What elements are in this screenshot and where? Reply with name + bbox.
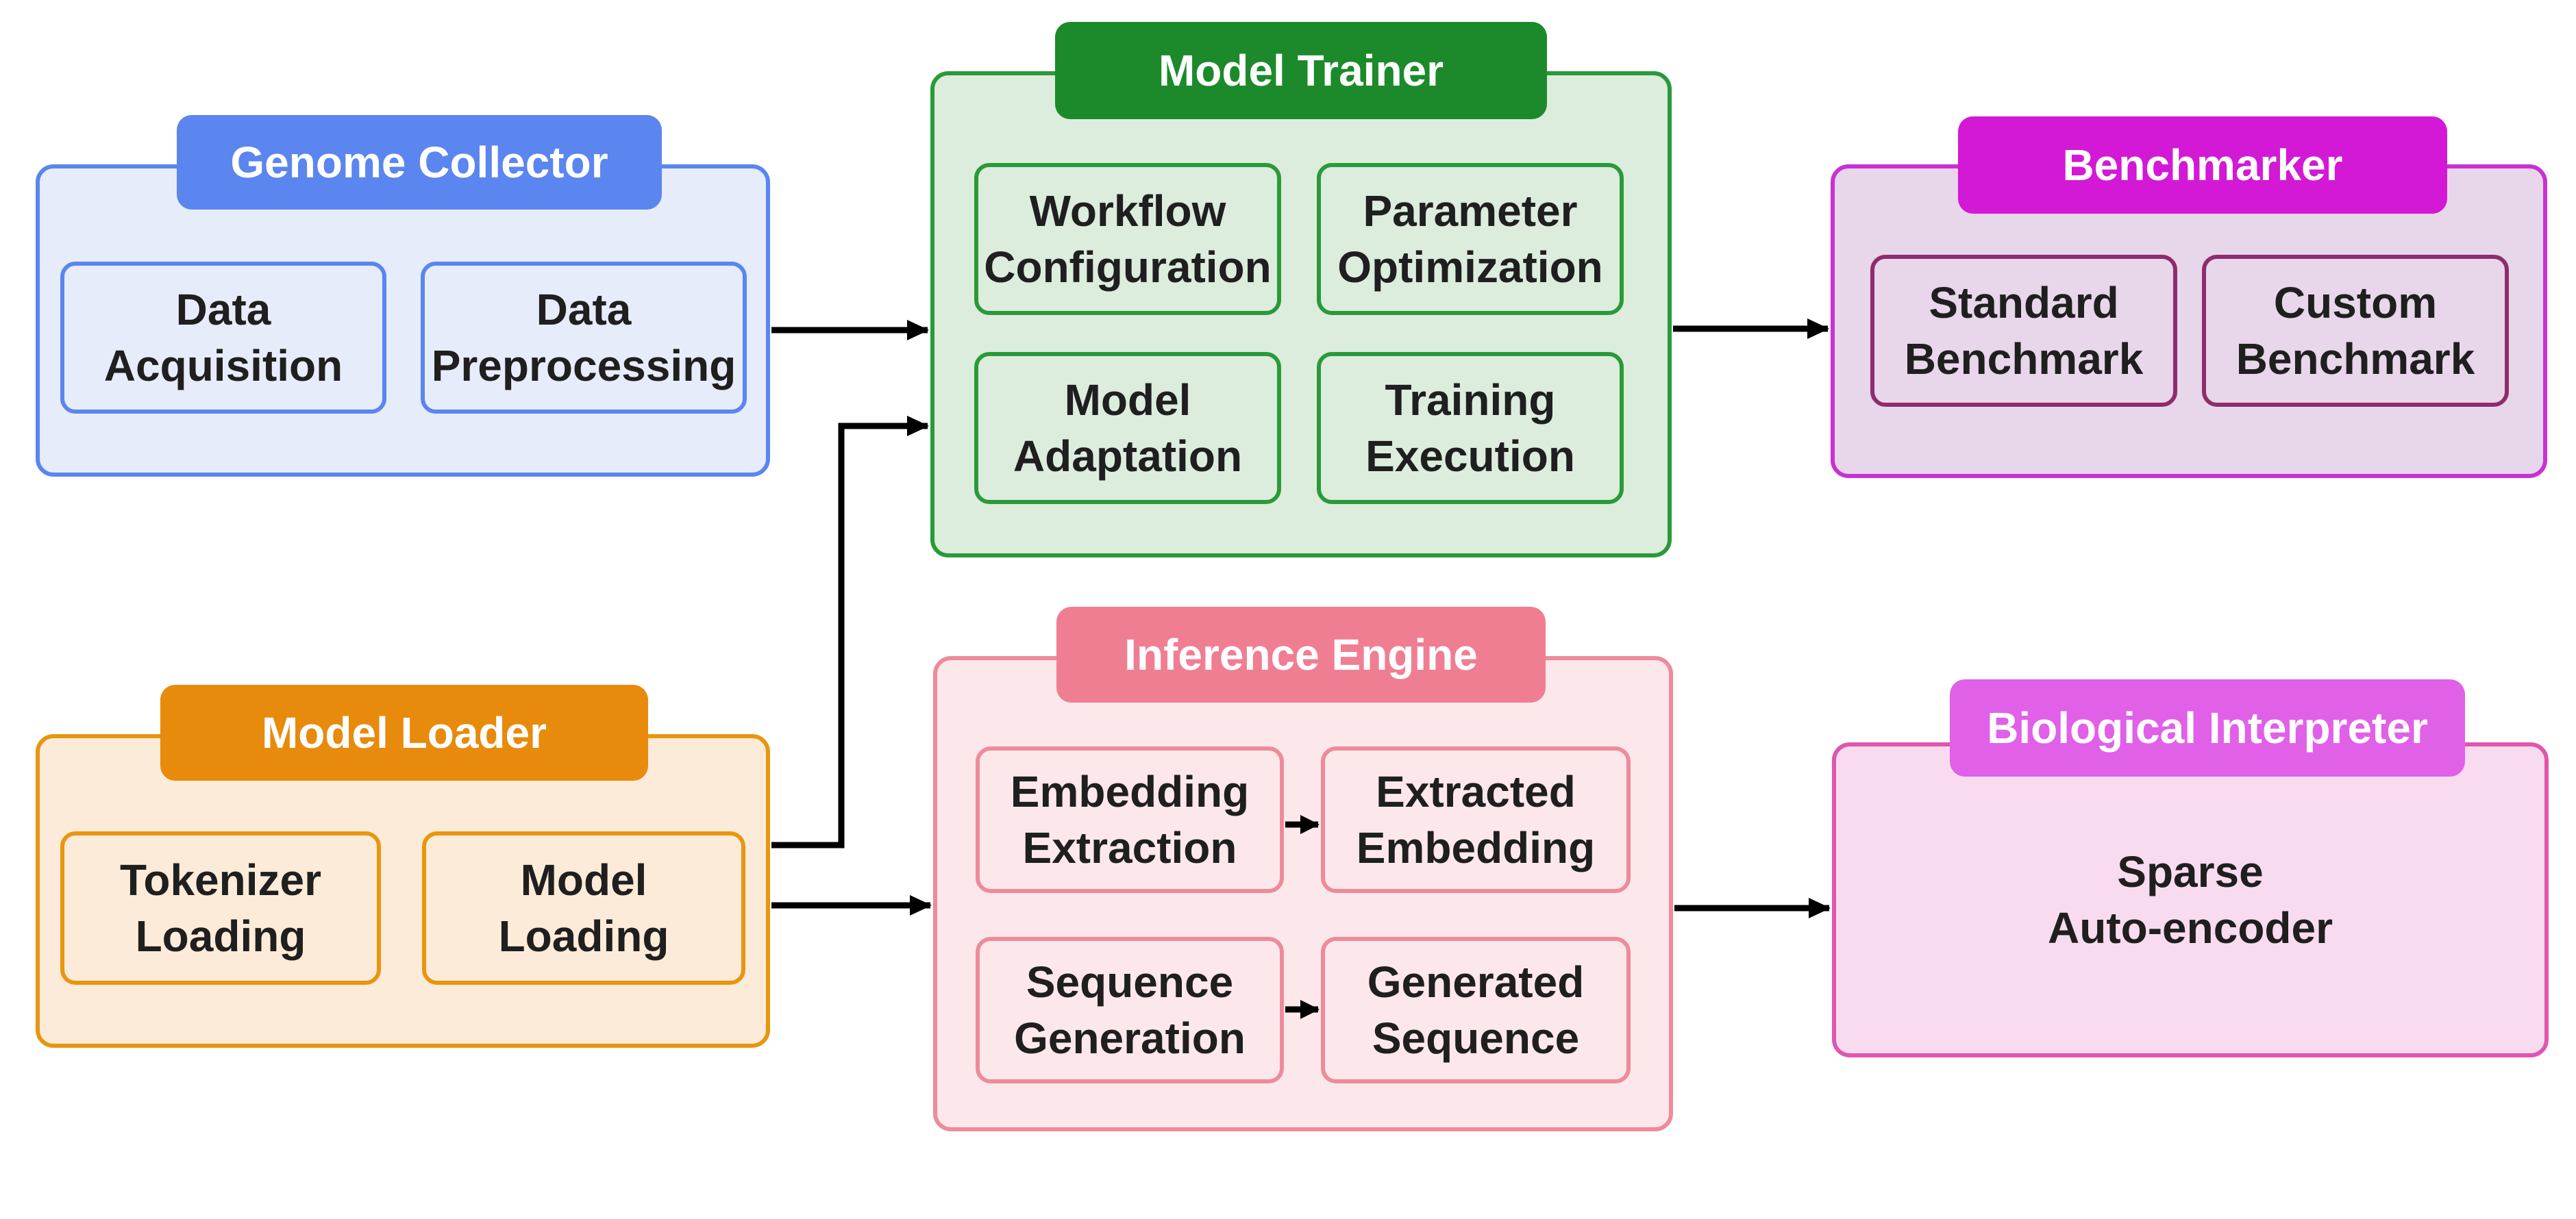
data-preprocessing-line-1: Data [536,285,632,334]
custom-benchmark-line-2: Benchmark [2236,334,2475,384]
sparse-autoencoder-label: Sparse Auto-encoder [1832,844,2549,956]
model-loading-line-2: Loading [498,912,669,961]
standard-benchmark-line-1: Standard [1929,278,2119,327]
parameter-optimization-line-2: Optimization [1337,242,1603,292]
embedding-extraction-line-2: Extraction [1022,823,1237,872]
standard-benchmark-line-2: Benchmark [1904,334,2144,384]
extracted-embedding-line-1: Extracted [1376,767,1576,816]
parameter-optimization-line-1: Parameter [1363,186,1578,236]
biological-interpreter-title: Biological Interpreter [1950,679,2465,777]
model-adaptation-line-2: Adaptation [1013,431,1243,481]
workflow-configuration-line-1: Workflow [1029,186,1226,236]
benchmarker-title: Benchmarker [1958,116,2447,214]
sequence-generation-line-2: Generation [1014,1014,1246,1063]
training-execution-line-2: Execution [1365,431,1575,481]
sparse-autoencoder-line-2: Auto-encoder [2048,903,2333,953]
generated-sequence-line-2: Sequence [1372,1014,1580,1063]
inference-engine-title: Inference Engine [1056,607,1546,703]
generated-sequence-line-1: Generated [1367,957,1585,1007]
workflow-configuration-line-2: Configuration [984,242,1272,292]
tokenizer-loading-line-2: Loading [135,912,306,961]
model-loading-line-1: Model [520,855,647,905]
custom-benchmark-line-1: Custom [2273,278,2438,327]
embedding-extraction-line-1: Embedding [1010,767,1250,816]
data-acquisition-line-1: Data [175,285,271,334]
model-trainer-title: Model Trainer [1055,22,1547,119]
sequence-generation-line-1: Sequence [1026,957,1234,1007]
data-preprocessing-line-2: Preprocessing [431,341,736,390]
data-acquisition-line-2: Acquisition [103,341,343,390]
model-loader-title: Model Loader [160,685,648,781]
model-adaptation-line-1: Model [1064,375,1191,425]
tokenizer-loading-line-1: Tokenizer [120,855,321,905]
extracted-embedding-line-2: Embedding [1356,823,1596,872]
genome-collector-title: Genome Collector [177,115,662,210]
arrow-loader-to-trainer [771,416,929,849]
sparse-autoencoder-line-1: Sparse [2117,847,2264,896]
training-execution-line-1: Training [1385,375,1556,425]
